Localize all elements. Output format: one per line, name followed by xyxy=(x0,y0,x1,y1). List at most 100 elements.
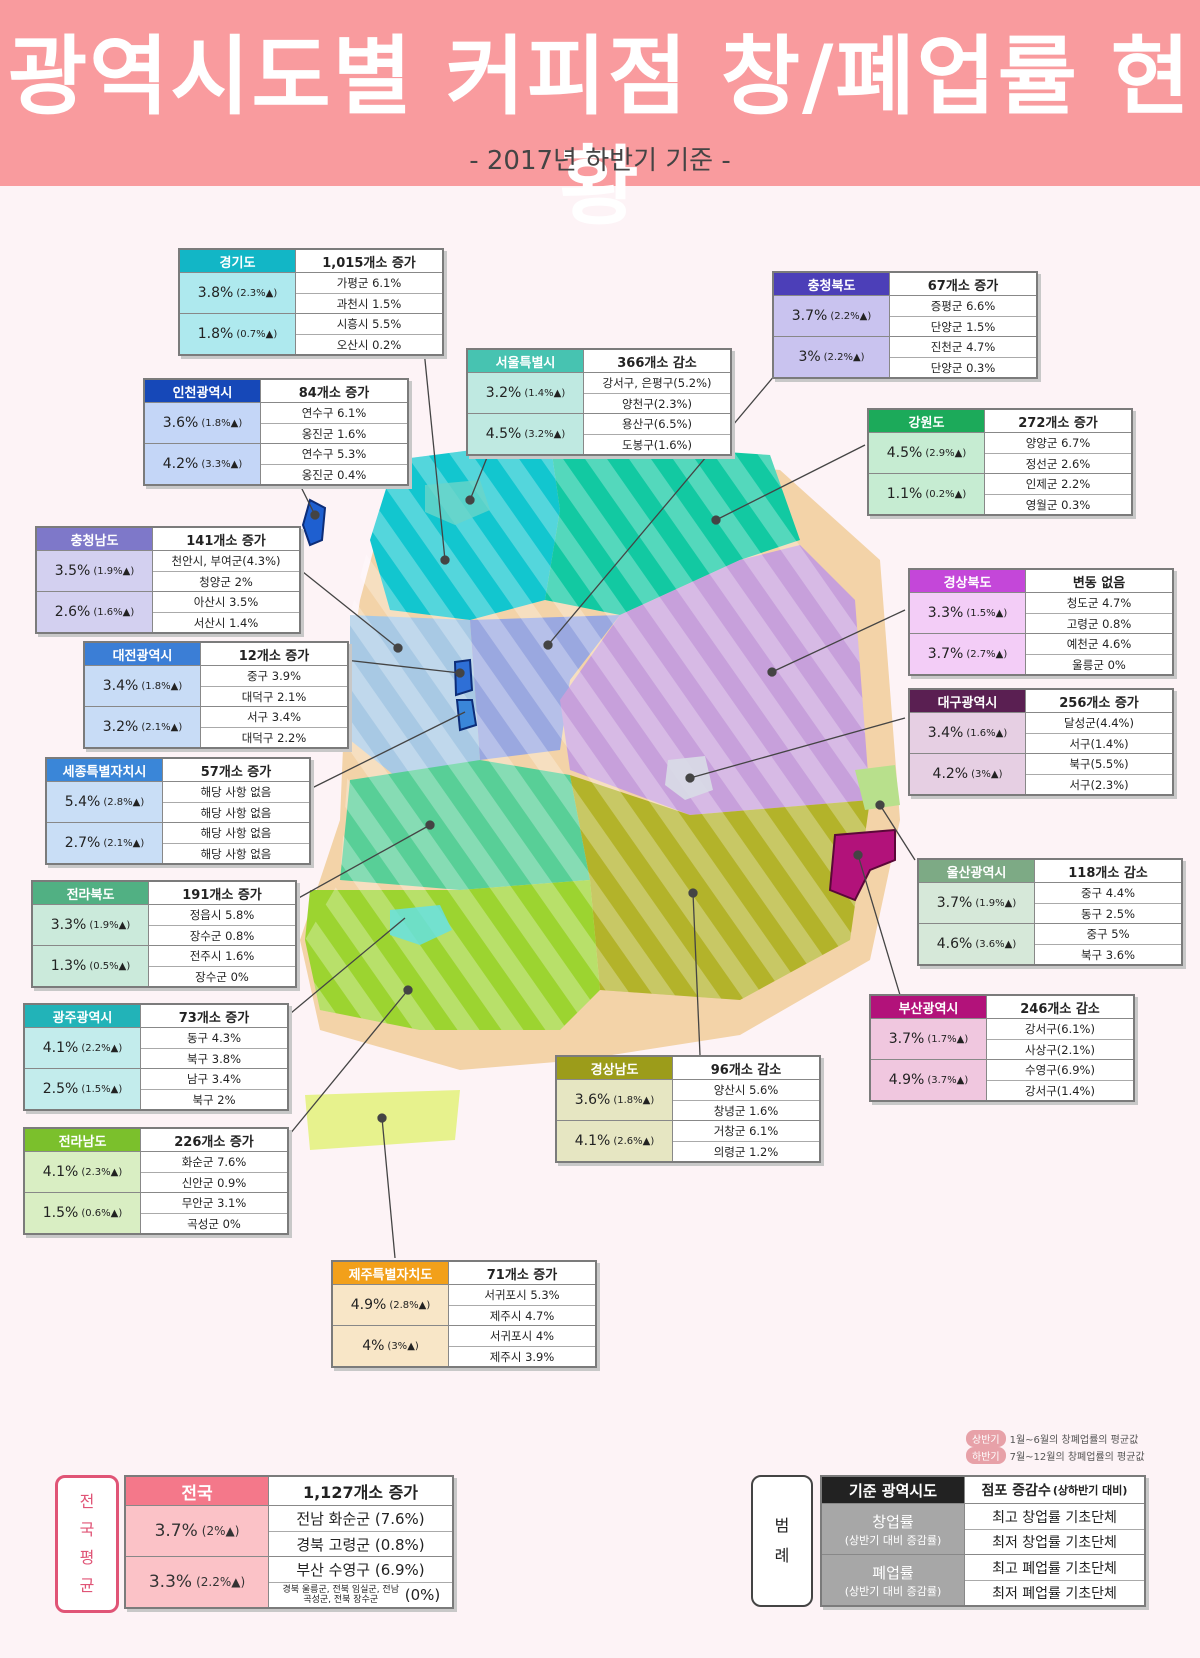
page-subtitle: - 2017년 하반기 기준 - xyxy=(469,146,731,176)
region-gwangju[interactable] xyxy=(390,905,452,945)
close-max: 해당 사항 없음 xyxy=(200,826,272,840)
open-min: 해당 사항 없음 xyxy=(163,802,309,822)
close-min: 서구(2.3%) xyxy=(1026,774,1172,794)
close-extremes: 중구 5%북구 3.6% xyxy=(1034,923,1181,964)
open-max: 정읍시 5.8% xyxy=(189,908,255,922)
national-change: 1,127개소 증가 xyxy=(268,1477,452,1505)
national-name: 전국 xyxy=(126,1477,268,1505)
national-side-label: 전 국 평 균 xyxy=(55,1475,119,1613)
open-min: 창녕군 1.6% xyxy=(673,1100,819,1120)
close-max: 무안군 3.1% xyxy=(181,1196,247,1210)
close-min: 단양군 0.3% xyxy=(890,357,1036,377)
open-extremes: 중구 4.4%동구 2.5% xyxy=(1034,882,1181,923)
open-min: 제주시 4.7% xyxy=(449,1305,595,1325)
region-name: 세종특별자치시 xyxy=(47,759,162,781)
open-rate: 3.8%(2.3%▲) xyxy=(180,272,295,313)
legend-close-extremes: 최고 폐업률 기초단체 최저 폐업률 기초단체 xyxy=(964,1554,1144,1605)
open-max: 중구 4.4% xyxy=(1080,886,1136,900)
close-rate: 4.2%(3%▲) xyxy=(910,753,1025,794)
region-name: 전라북도 xyxy=(33,882,148,904)
open-extremes: 청도군 4.7%고령군 0.8% xyxy=(1025,592,1172,633)
close-max: 전주시 1.6% xyxy=(189,949,255,963)
close-min: 영월군 0.3% xyxy=(985,494,1131,514)
region-name: 경기도 xyxy=(180,250,295,272)
region-change: 1,015개소 증가 xyxy=(295,250,442,272)
open-extremes: 천안시, 부여군(4.3%)청양군 2% xyxy=(152,550,299,591)
close-rate: 4.2%(3.3%▲) xyxy=(145,443,260,484)
open-max: 강서구(6.1%) xyxy=(1025,1022,1095,1036)
close-extremes: 전주시 1.6% 장수군 0% xyxy=(148,945,295,986)
open-rate: 3.7%(1.9%▲) xyxy=(919,882,1034,923)
close-extremes: 서구 3.4%대덕구 2.2% xyxy=(200,706,347,747)
open-rate: 4.9%(2.8%▲) xyxy=(333,1284,448,1325)
open-rate: 3.4%(1.8%▲) xyxy=(85,665,200,706)
open-extremes: 양산시 5.6%창녕군 1.6% xyxy=(672,1079,819,1120)
close-min: 강서구(1.4%) xyxy=(987,1080,1133,1100)
region-change: 84개소 증가 xyxy=(260,380,407,402)
close-max: 인제군 2.2% xyxy=(1025,477,1091,491)
region-change: 67개소 증가 xyxy=(889,273,1036,295)
legend-header-left: 기준 광역시도 xyxy=(822,1477,964,1503)
close-extremes: 시흥시 5.5%오산시 0.2% xyxy=(295,313,442,354)
open-extremes: 화순군 7.6%신안군 0.9% xyxy=(140,1151,287,1192)
national-open-extremes: 전남 화순군 (7.6%) 경북 고령군 (0.8%) xyxy=(268,1505,452,1556)
legend-open: 창업률(상반기 대비 증감률) xyxy=(822,1503,964,1554)
close-min: 제주시 3.9% xyxy=(449,1346,595,1366)
national-card: 전국 1,127개소 증가 3.7%(2%▲) 전남 화순군 (7.6%) 경북… xyxy=(124,1475,454,1609)
open-max: 가평군 6.1% xyxy=(336,276,402,290)
region-name: 경상남도 xyxy=(557,1057,672,1079)
open-extremes: 강서구, 은평구(5.2%)양천구(2.3%) xyxy=(583,372,730,413)
close-rate: 1.1%(0.2%▲) xyxy=(869,473,984,514)
close-min: 옹진군 0.4% xyxy=(261,464,407,484)
open-max: 서귀포시 5.3% xyxy=(484,1288,560,1302)
open-rate: 3.2%(1.4%▲) xyxy=(468,372,583,413)
legend-header-right: 점포 증감수(상하반기 대비) xyxy=(964,1477,1144,1503)
open-rate: 3.7%(1.7%▲) xyxy=(871,1018,986,1059)
page-title: 광역시도별 커피점 창/폐업률 현황 xyxy=(8,27,1192,237)
region-name: 충청남도 xyxy=(37,528,152,550)
close-extremes: 거창군 6.1%의령군 1.2% xyxy=(672,1120,819,1161)
close-min: 의령군 1.2% xyxy=(673,1141,819,1161)
region-sejong[interactable] xyxy=(455,699,478,732)
close-rate: 4.5%(3.2%▲) xyxy=(468,413,583,454)
region-name: 서울특별시 xyxy=(468,350,583,372)
close-min: 장수군 0% xyxy=(149,966,295,986)
close-extremes: 연수구 5.3%옹진군 0.4% xyxy=(260,443,407,484)
legend-close: 폐업률(상반기 대비 증감률) xyxy=(822,1554,964,1605)
open-max: 증평군 6.6% xyxy=(930,299,996,313)
close-extremes: 북구(5.5%)서구(2.3%) xyxy=(1025,753,1172,794)
close-rate: 1.3%(0.5%▲) xyxy=(33,945,148,986)
region-change: 272개소 증가 xyxy=(984,410,1131,432)
region-change: 256개소 증가 xyxy=(1025,690,1172,712)
national-close-extremes: 부산 수영구 (6.9%) 경북 울릉군, 전북 임실군, 전남 곡성군, 전북… xyxy=(268,1556,452,1607)
open-max: 청도군 4.7% xyxy=(1066,596,1132,610)
open-min: 사상구(2.1%) xyxy=(987,1039,1133,1059)
open-extremes: 동구 4.3%북구 3.8% xyxy=(140,1027,287,1068)
close-min: 북구 2% xyxy=(141,1089,287,1109)
region-name: 충청북도 xyxy=(774,273,889,295)
region-ulsan[interactable] xyxy=(855,765,900,810)
region-name: 인천광역시 xyxy=(145,380,260,402)
region-daejeon[interactable] xyxy=(453,658,474,697)
close-extremes: 예천군 4.6%울릉군 0% xyxy=(1025,633,1172,674)
close-min: 대덕구 2.2% xyxy=(201,727,347,747)
region-change: 246개소 감소 xyxy=(986,996,1133,1018)
region-incheon[interactable] xyxy=(301,498,327,547)
national-open-rate: 3.7%(2%▲) xyxy=(126,1505,268,1556)
close-max: 시흥시 5.5% xyxy=(336,317,402,331)
open-min: 북구 3.8% xyxy=(141,1048,287,1068)
open-extremes: 정읍시 5.8%장수군 0.8% xyxy=(148,904,295,945)
close-min: 서산시 1.4% xyxy=(153,612,299,632)
open-min: 대덕구 2.1% xyxy=(201,686,347,706)
region-busan[interactable] xyxy=(828,828,896,902)
close-rate: 4.6%(3.6%▲) xyxy=(919,923,1034,964)
open-extremes: 양양군 6.7%정선군 2.6% xyxy=(984,432,1131,473)
